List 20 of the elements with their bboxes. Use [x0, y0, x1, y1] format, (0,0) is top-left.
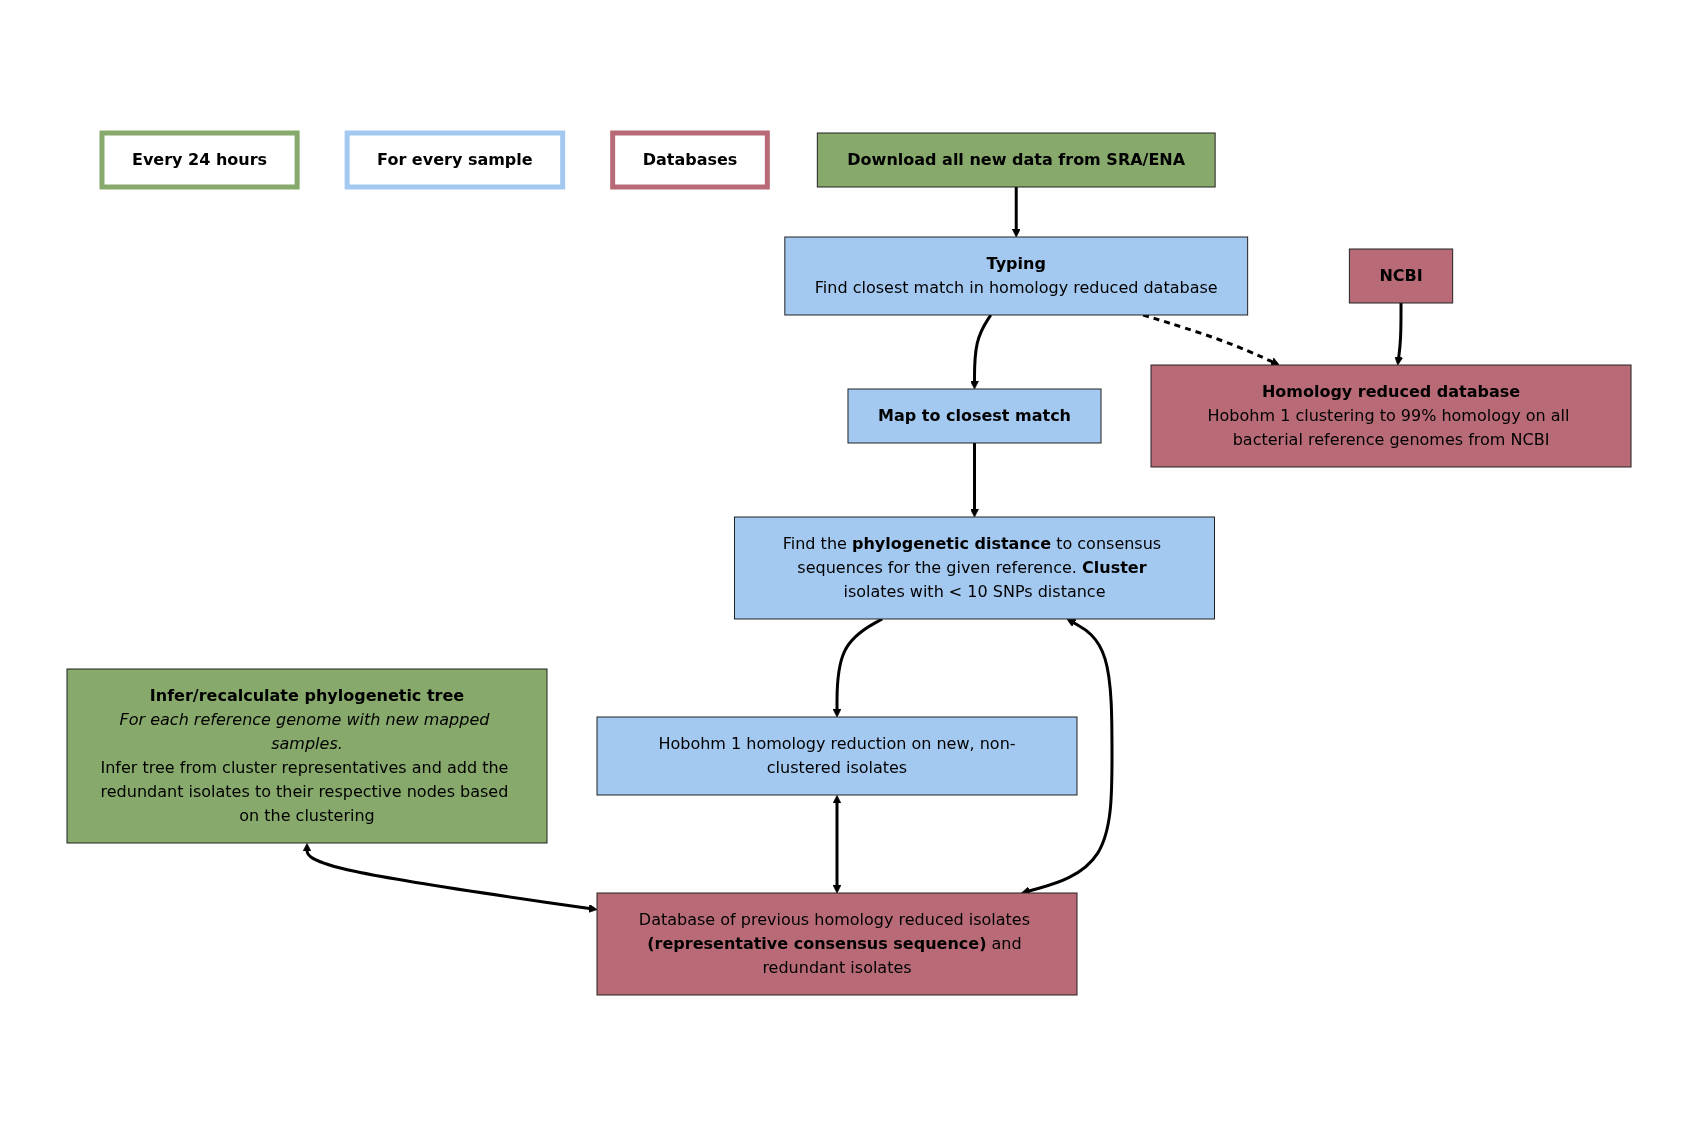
- arrow: [1394, 302, 1404, 365]
- node-box: Typing Find closest match in homology reduced database: [784, 236, 1249, 315]
- node-box: Download all new data from SRA/ENA: [816, 132, 1216, 187]
- arrow: [970, 442, 979, 517]
- arrow: [970, 313, 993, 389]
- arrow: [832, 617, 883, 717]
- node-box: Homology reduced database Hobohm 1 clustering to 99% homology on all bacterial reference genomes from NCBI: [1150, 364, 1632, 467]
- node-box: Find the phylogenetic distance to consensus sequences for the given reference. Cluster isolates with < 10 SNPs distance: [734, 516, 1215, 619]
- node-box: Databases: [610, 130, 770, 189]
- node-box: NCBI: [1348, 248, 1454, 303]
- node-box: Every 24 hours: [99, 130, 300, 189]
- node-box: For every sample: [344, 130, 566, 189]
- arrow: [1142, 313, 1280, 366]
- node-box: Infer/recalculate phylogenetic tree For each reference genome with new mapped samples. Infer tree from cluster representatives and add the redundant isolates to their respective nodes based on the clustering: [66, 668, 548, 843]
- node-box: Hobohm 1 homology reduction on new, non-clustered isolates: [596, 716, 1078, 795]
- node-box: Database of previous homology reduced isolates (representative consensus sequence) and redundant isolates: [596, 892, 1078, 995]
- arrow: [302, 842, 598, 913]
- arrow: [1011, 186, 1021, 237]
- arrow: [832, 794, 842, 893]
- node-box: Map to closest match: [847, 388, 1102, 443]
